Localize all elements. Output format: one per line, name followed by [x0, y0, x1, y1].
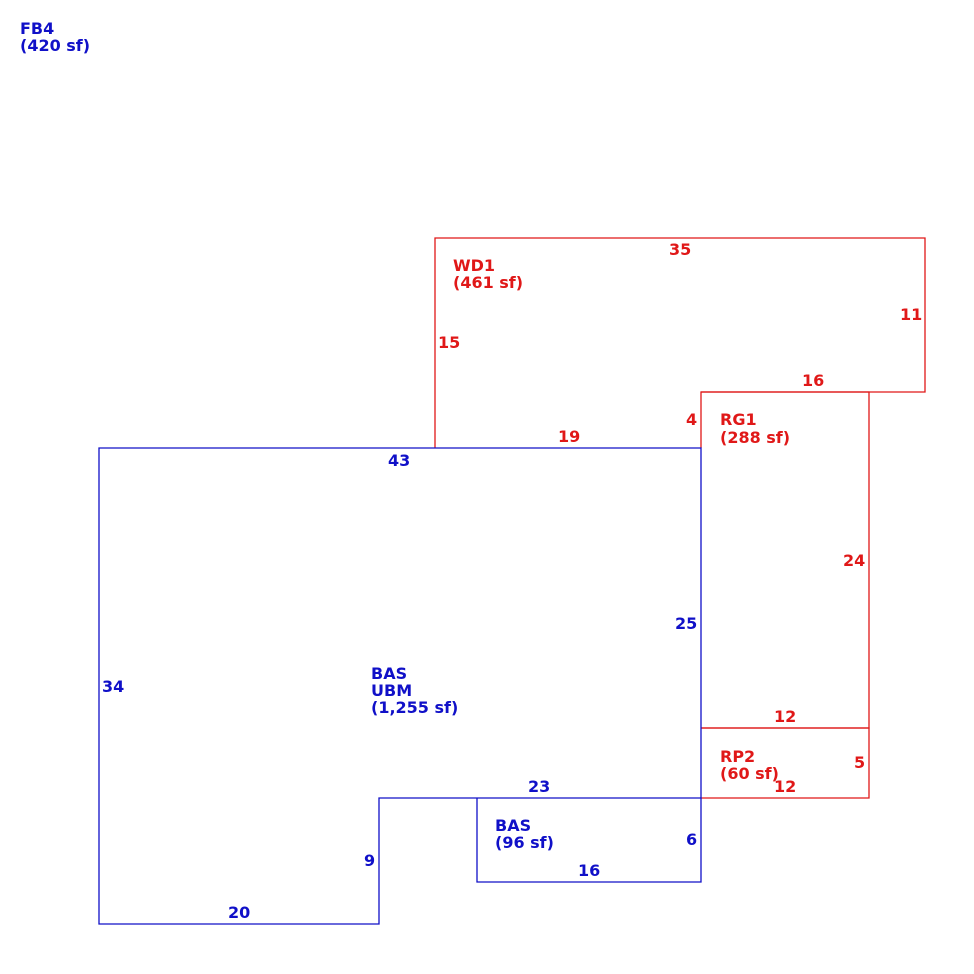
- wd1-top-dimension: 35: [669, 240, 691, 259]
- bas-top-dimension: 43: [388, 451, 410, 470]
- wd1-inner-top-dimension: 16: [802, 371, 824, 390]
- bas-small-bottom-dimension: 16: [578, 861, 600, 880]
- bas-right-dimension: 25: [675, 614, 697, 633]
- bas-main-outline: [98, 447, 702, 925]
- rp2-area-label: (60 sf): [720, 764, 779, 783]
- bas-notch-top-dimension: 23: [528, 777, 550, 796]
- wd1-bottom-dimension: 19: [558, 427, 580, 446]
- rp2-right-dimension: 5: [854, 753, 865, 772]
- bas-main-area-label: (1,255 sf): [371, 698, 458, 717]
- bas-bottom-dimension: 20: [228, 903, 250, 922]
- rg1-area-label: (288 sf): [720, 428, 790, 447]
- bas-main-code2-label: UBM: [371, 681, 412, 700]
- rp2-code-label: RP2: [720, 747, 755, 766]
- wd1-area-label: (461 sf): [453, 273, 523, 292]
- rg1-left-dimension: 4: [686, 410, 697, 429]
- bas-small-code-label: BAS: [495, 816, 531, 835]
- bas-notch-side-dimension: 9: [364, 851, 375, 870]
- wd1-right-dimension: 11: [900, 305, 922, 324]
- fb4-area-label: (420 sf): [20, 36, 90, 55]
- rg1-bottom-dimension: 12: [774, 707, 796, 726]
- bas-left-dimension: 34: [102, 677, 124, 696]
- rg1-code-label: RG1: [720, 410, 757, 429]
- bas-small-area-label: (96 sf): [495, 833, 554, 852]
- rp2-outline: [701, 727, 870, 799]
- bas-main-code-label: BAS: [371, 664, 407, 683]
- wd1-code-label: WD1: [453, 256, 495, 275]
- bas-small-outline: [476, 798, 702, 883]
- rp2-bottom-dimension: 12: [774, 777, 796, 796]
- wd1-outline: [434, 237, 926, 448]
- fb4-code-label: FB4: [20, 19, 54, 38]
- wd1-left-dimension: 15: [438, 333, 460, 352]
- bas-small-right-dimension: 6: [686, 830, 697, 849]
- rg1-right-dimension: 24: [843, 551, 865, 570]
